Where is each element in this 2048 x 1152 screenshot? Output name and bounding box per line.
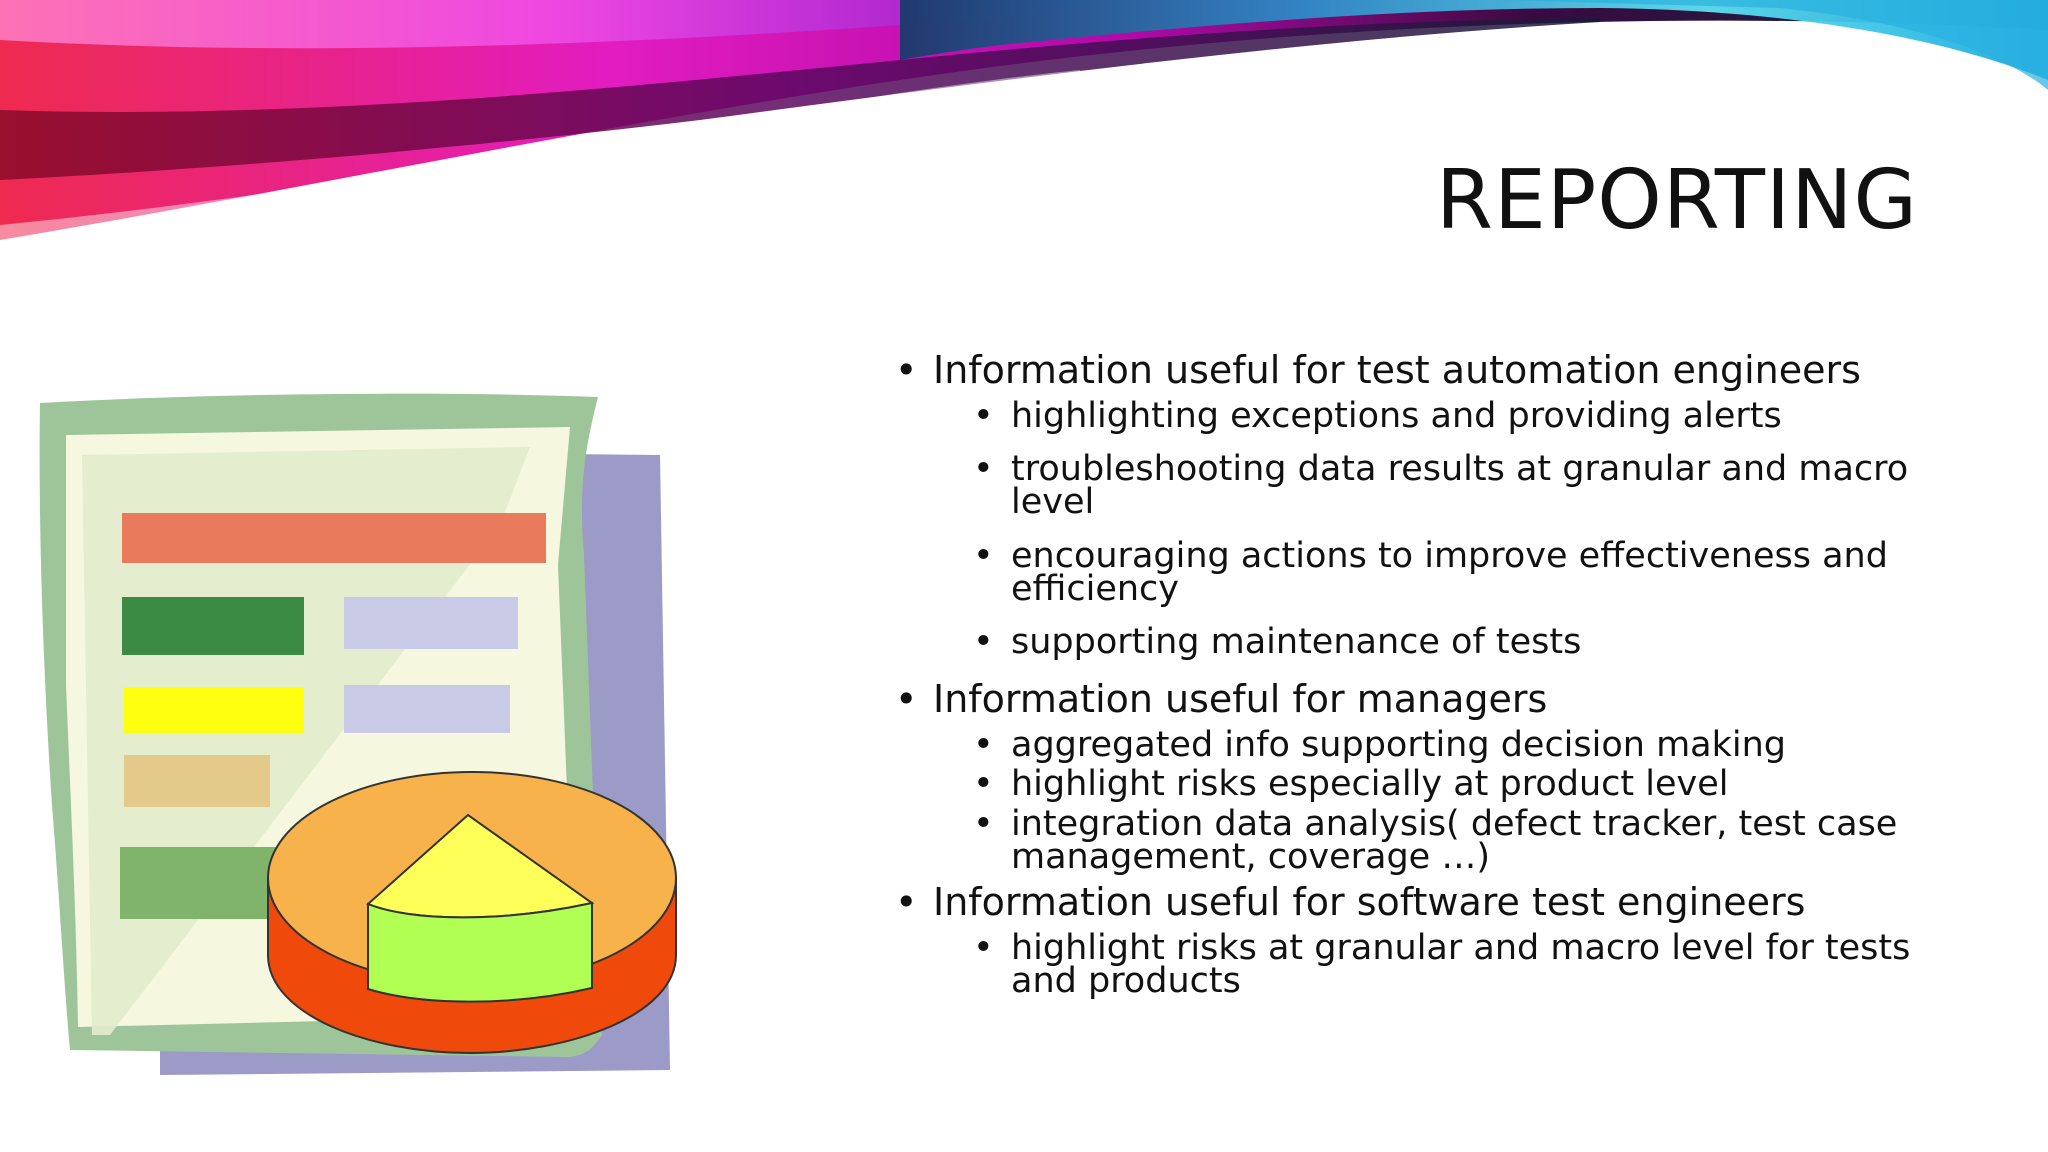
section-label: Information useful for managers xyxy=(933,677,1547,721)
slide-title: REPORTING xyxy=(1436,153,1918,248)
list-item: aggregated info supporting decision maki… xyxy=(973,727,1935,762)
sub-list: highlight risks at granular and macro le… xyxy=(973,931,1935,999)
section-automation-engineers: Information useful for test automation e… xyxy=(895,348,1935,660)
report-pie-chart-icon xyxy=(39,393,677,1075)
list-item: integration data analysis( defect tracke… xyxy=(973,806,1935,874)
list-item: highlight risks at granular and macro le… xyxy=(973,931,1935,999)
list-item: troubleshooting data results at granular… xyxy=(973,452,1935,520)
section-label: Information useful for software test eng… xyxy=(933,880,1805,924)
sub-list: aggregated info supporting decision maki… xyxy=(973,727,1935,874)
bullet-list: Information useful for test automation e… xyxy=(895,348,1935,1018)
section-software-test-engineers: Information useful for software test eng… xyxy=(895,880,1935,999)
section-label: Information useful for test automation e… xyxy=(933,348,1861,392)
swoosh-ribbon xyxy=(0,0,2048,245)
list-item: highlight risks especially at product le… xyxy=(973,767,1935,802)
sub-list: highlighting exceptions and providing al… xyxy=(973,398,1935,660)
list-item: supporting maintenance of tests xyxy=(973,624,1935,659)
list-item: encouraging actions to improve effective… xyxy=(973,538,1935,606)
section-managers: Information useful for managers aggregat… xyxy=(895,677,1935,874)
list-item: highlighting exceptions and providing al… xyxy=(973,398,1935,433)
